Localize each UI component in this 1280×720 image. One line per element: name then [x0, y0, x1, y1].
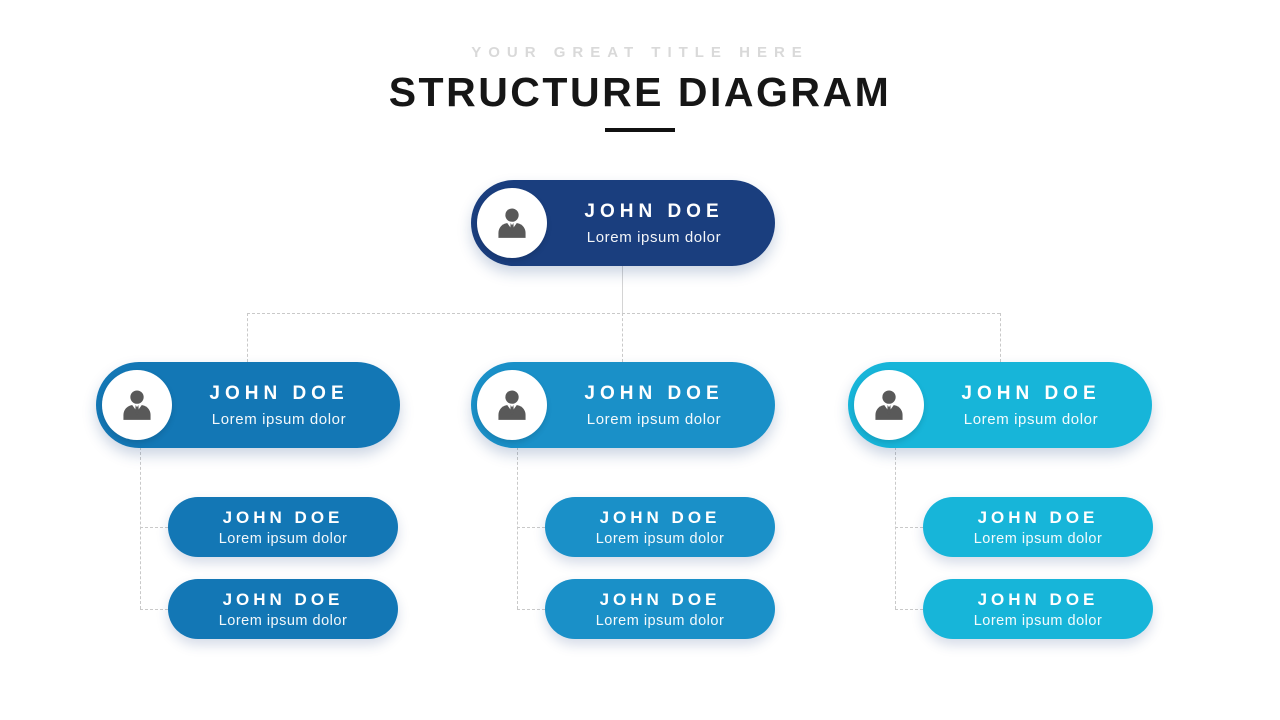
person-icon: [498, 390, 526, 420]
node-text: JOHN DOE Lorem ipsum dolor: [924, 383, 1152, 428]
node-role: Lorem ipsum dolor: [218, 530, 348, 547]
title-underline: [605, 128, 675, 132]
connector-branch-left-stub-1: [140, 527, 168, 528]
node-role: Lorem ipsum dolor: [973, 530, 1103, 547]
node-name: JOHN DOE: [209, 382, 349, 404]
connector-branch-middle-stub-1: [517, 527, 545, 528]
connector-drop-left: [247, 313, 248, 362]
page-title: STRUCTURE DIAGRAM: [388, 69, 892, 115]
node-name: JOHN DOE: [584, 200, 724, 222]
node-name: JOHN DOE: [599, 507, 721, 527]
avatar: [477, 370, 547, 440]
connector-branch-left-stub-2: [140, 609, 168, 610]
node-name: JOHN DOE: [977, 589, 1099, 609]
org-node-leaf[interactable]: JOHN DOE Lorem ipsum dolor: [545, 497, 775, 557]
node-role: Lorem ipsum dolor: [595, 612, 725, 629]
node-text: JOHN DOE Lorem ipsum dolor: [547, 383, 775, 428]
connector-branch-middle-vertical: [517, 447, 518, 609]
connector-branch-middle-stub-2: [517, 609, 545, 610]
connector-branch-left-vertical: [140, 447, 141, 609]
connector-branch-right-vertical: [895, 447, 896, 609]
org-node-leaf[interactable]: JOHN DOE Lorem ipsum dolor: [545, 579, 775, 639]
node-name: JOHN DOE: [977, 507, 1099, 527]
node-name: JOHN DOE: [222, 589, 344, 609]
org-node-leaf[interactable]: JOHN DOE Lorem ipsum dolor: [168, 497, 398, 557]
node-text: JOHN DOE Lorem ipsum dolor: [172, 383, 400, 428]
person-icon: [875, 390, 903, 420]
connector-branch-right-stub-2: [895, 609, 923, 610]
node-name: JOHN DOE: [599, 589, 721, 609]
connector-branch-right-stub-1: [895, 527, 923, 528]
connector-horizontal: [247, 313, 1000, 314]
node-text: JOHN DOE Lorem ipsum dolor: [547, 201, 775, 246]
org-node-branch-left[interactable]: JOHN DOE Lorem ipsum dolor: [96, 362, 400, 448]
avatar: [477, 188, 547, 258]
avatar: [854, 370, 924, 440]
node-role: Lorem ipsum dolor: [963, 410, 1099, 428]
node-role: Lorem ipsum dolor: [586, 228, 722, 246]
node-name: JOHN DOE: [222, 507, 344, 527]
node-name: JOHN DOE: [961, 382, 1101, 404]
node-role: Lorem ipsum dolor: [973, 612, 1103, 629]
node-role: Lorem ipsum dolor: [586, 410, 722, 428]
org-node-leaf[interactable]: JOHN DOE Lorem ipsum dolor: [923, 579, 1153, 639]
person-icon: [123, 390, 151, 420]
slide-header: YOUR GREAT TITLE HERE STRUCTURE DIAGRAM: [0, 44, 1280, 116]
org-node-leaf[interactable]: JOHN DOE Lorem ipsum dolor: [168, 579, 398, 639]
org-node-leaf[interactable]: JOHN DOE Lorem ipsum dolor: [923, 497, 1153, 557]
node-role: Lorem ipsum dolor: [211, 410, 347, 428]
connector-root-drop: [622, 266, 623, 313]
connector-drop-middle: [622, 313, 623, 362]
org-node-branch-right[interactable]: JOHN DOE Lorem ipsum dolor: [848, 362, 1152, 448]
org-node-branch-middle[interactable]: JOHN DOE Lorem ipsum dolor: [471, 362, 775, 448]
org-node-root[interactable]: JOHN DOE Lorem ipsum dolor: [471, 180, 775, 266]
connector-drop-right: [1000, 313, 1001, 362]
node-role: Lorem ipsum dolor: [595, 530, 725, 547]
person-icon: [498, 208, 526, 238]
avatar: [102, 370, 172, 440]
eyebrow-text: YOUR GREAT TITLE HERE: [471, 44, 809, 61]
node-name: JOHN DOE: [584, 382, 724, 404]
node-role: Lorem ipsum dolor: [218, 612, 348, 629]
